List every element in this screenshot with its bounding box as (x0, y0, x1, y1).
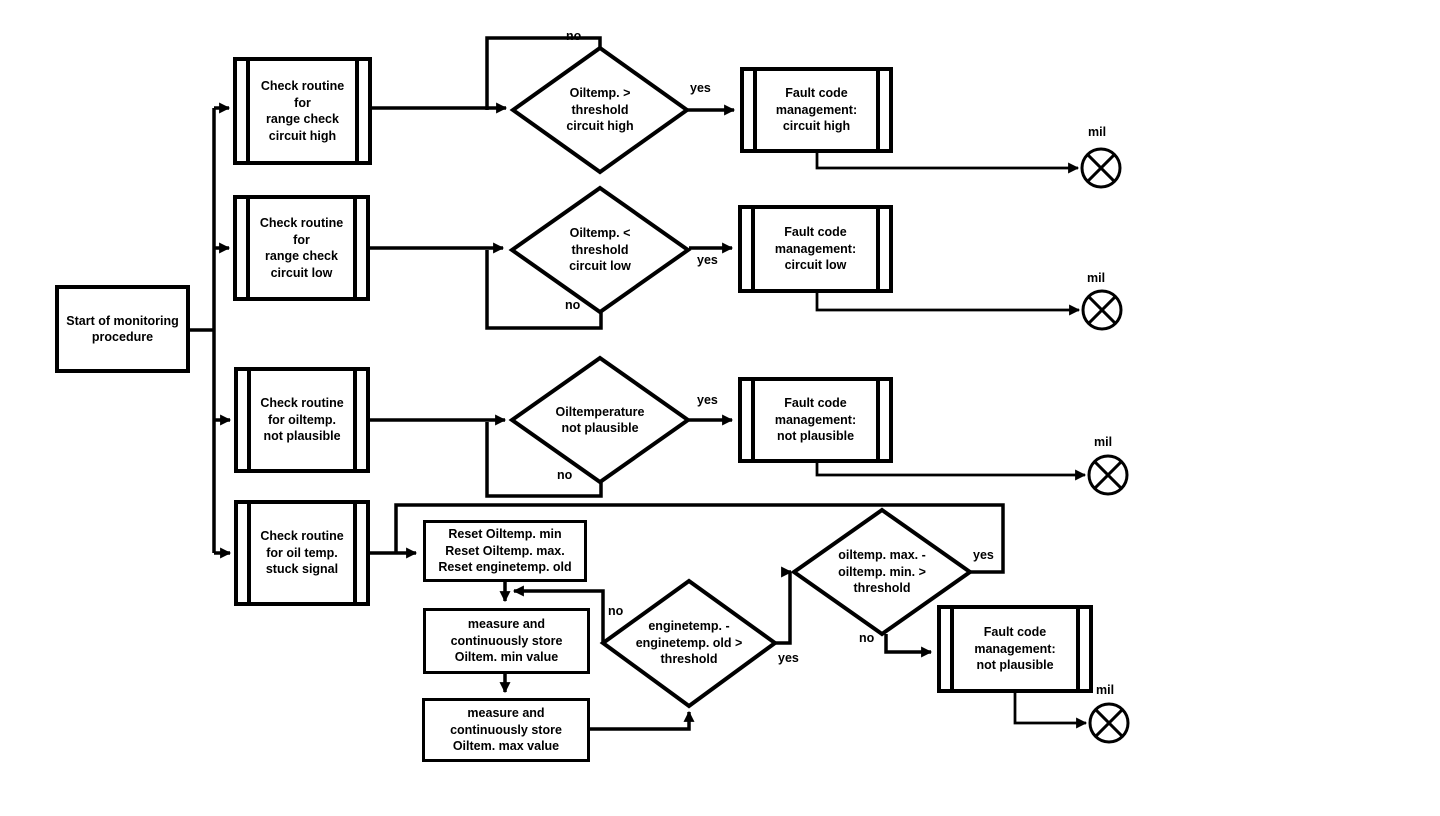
decision5-diamond (790, 507, 974, 637)
edge-decision4-yes (774, 566, 793, 645)
edge-fault3-to-mil3 (815, 463, 1087, 481)
label-decision4-no: no (608, 604, 624, 618)
mil-lamp-icon-1 (1080, 147, 1122, 189)
label-mil-2: mil (1087, 271, 1106, 285)
node-reset-values: Reset Oiltemp. min Reset Oiltemp. max. R… (423, 520, 587, 582)
edge-decision5-no (884, 634, 933, 658)
label-decision5-no: no (859, 631, 875, 645)
decision2-diamond (508, 185, 692, 315)
mil-lamp-icon-4 (1088, 702, 1130, 744)
edge-decision4-no-loop (512, 585, 605, 643)
edge-fault4-to-mil4 (1013, 693, 1088, 729)
node-check-circuit-high: Check routine for range check circuit hi… (233, 57, 372, 165)
decision-diamonds (508, 45, 974, 709)
node-check-not-plausible: Check routine for oiltemp. not plausible (234, 367, 370, 473)
label-mil-3: mil (1094, 435, 1113, 449)
node-fault-circuit-high: Fault code management: circuit high (740, 67, 893, 153)
label-decision1-no: no (566, 29, 582, 43)
label-mil-1: mil (1088, 125, 1107, 139)
label-decision5-yes: yes (973, 548, 994, 562)
decision1-diamond (509, 45, 691, 175)
edge-max-to-decision4 (589, 710, 695, 731)
mil-lamp-icon-3 (1087, 454, 1129, 496)
label-decision2-no: no (565, 298, 581, 312)
edge-decision5-yes-loop (394, 503, 1005, 574)
node-start: Start of monitoring procedure (55, 285, 190, 373)
mil-lamps (1080, 147, 1130, 744)
node-store-max-value: measure and continuously store Oiltem. m… (422, 698, 590, 762)
label-decision4-yes: yes (778, 651, 799, 665)
edge-fault1-to-mil1 (815, 152, 1080, 174)
edge-decision3-no-loop (485, 422, 603, 498)
decision4-diamond (599, 578, 779, 709)
node-fault-stuck-not-plausible: Fault code management: not plausible (937, 605, 1093, 693)
node-check-circuit-low: Check routine for range check circuit lo… (233, 195, 370, 301)
label-decision3-yes: yes (697, 393, 718, 407)
edge-decision2-no-loop (485, 250, 603, 330)
node-store-min-value: measure and continuously store Oiltem. m… (423, 608, 590, 674)
node-check-stuck-signal: Check routine for oil temp. stuck signal (234, 500, 370, 606)
node-fault-circuit-low: Fault code management: circuit low (738, 205, 893, 293)
decision3-diamond (508, 355, 692, 485)
edge-decision1-no-loop (485, 36, 602, 110)
label-mil-4: mil (1096, 683, 1115, 697)
label-decision1-yes: yes (690, 81, 711, 95)
mil-lamp-icon-2 (1081, 289, 1123, 331)
label-decision2-yes: yes (697, 253, 718, 267)
label-decision3-no: no (557, 468, 573, 482)
edges (190, 36, 1088, 731)
node-fault-not-plausible: Fault code management: not plausible (738, 377, 893, 463)
edge-fault2-to-mil2 (815, 293, 1081, 316)
